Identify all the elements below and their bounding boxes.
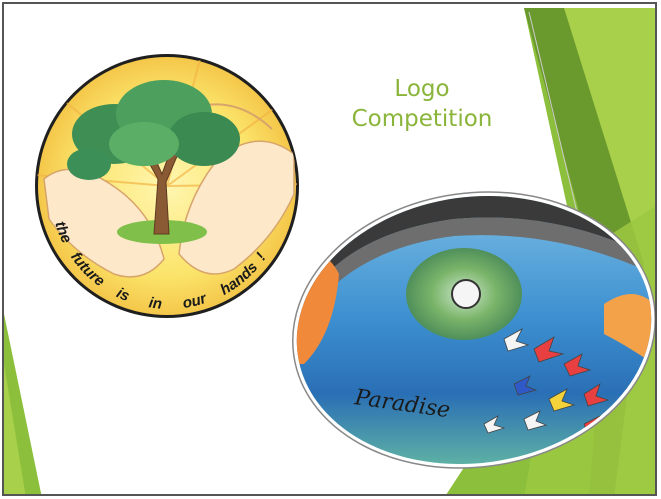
slide-title-line1: Logo [394, 76, 450, 102]
slide-title-line2: Competition [351, 106, 493, 132]
logo-future-hands [35, 54, 299, 318]
slide-title: Logo Competition [322, 74, 522, 134]
motto-word: our [182, 290, 210, 312]
slide-graphics: the future is in our hands ! [4, 8, 655, 494]
motto-word: the [51, 219, 75, 245]
green-decoration-left [4, 314, 42, 494]
motto-word: in [148, 294, 163, 312]
